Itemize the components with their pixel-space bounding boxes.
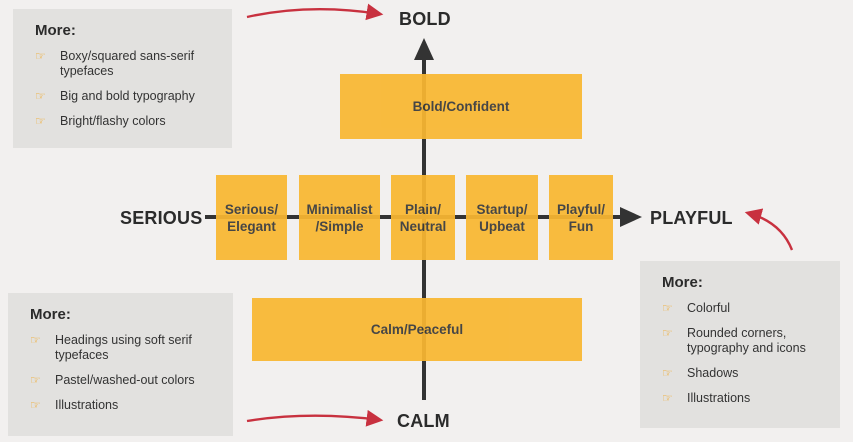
box-serious-elegant: Serious/ Elegant — [216, 175, 287, 260]
calm-pointer-arrow — [246, 409, 384, 427]
list-item: ☞Big and bold typography — [35, 89, 195, 103]
box-minimalist-simple: Minimalist /Simple — [299, 175, 380, 260]
list-item: ☞Pastel/washed-out colors — [30, 373, 195, 387]
pointing-hand-icon: ☞ — [35, 89, 46, 103]
axis-label-serious: SERIOUS — [120, 208, 203, 228]
box-playful-fun: Playful/ Fun — [549, 175, 613, 260]
box-bold-confident: Bold/Confident — [340, 74, 582, 139]
pointing-hand-icon: ☞ — [662, 326, 673, 340]
list-item: ☞Shadows — [662, 366, 739, 380]
axis-label-playful: PLAYFUL — [650, 208, 733, 228]
pointing-hand-icon: ☞ — [35, 49, 46, 63]
box-calm-peaceful: Calm/Peaceful — [252, 298, 582, 361]
more-panel-calm: More: ☞Headings using soft serif typefac… — [8, 293, 233, 436]
panel-title: More: — [662, 274, 703, 291]
pointing-hand-icon: ☞ — [30, 373, 41, 387]
pointing-hand-icon: ☞ — [35, 114, 46, 128]
list-item: ☞Headings using soft serif typefaces — [30, 333, 192, 362]
box-plain-neutral: Plain/ Neutral — [391, 175, 455, 260]
pointing-hand-icon: ☞ — [662, 301, 673, 315]
horizontal-axis-arrowhead — [620, 207, 642, 227]
list-item: ☞Colorful — [662, 301, 731, 315]
axis-label-calm: CALM — [397, 411, 450, 431]
pointing-hand-icon: ☞ — [662, 366, 673, 380]
list-item: ☞Illustrations — [662, 391, 751, 405]
bold-pointer-arrow — [246, 3, 384, 21]
pointing-hand-icon: ☞ — [30, 333, 41, 347]
list-item: ☞Illustrations — [30, 398, 119, 412]
list-item: ☞Bright/flashy colors — [35, 114, 166, 128]
list-item: ☞Rounded corners, typography and icons — [662, 326, 806, 355]
pointing-hand-icon: ☞ — [30, 398, 41, 412]
panel-title: More: — [35, 22, 76, 39]
panel-title: More: — [30, 306, 71, 323]
axis-label-bold: BOLD — [399, 9, 451, 29]
more-panel-playful: More: ☞Colorful ☞Rounded corners, typogr… — [640, 261, 840, 428]
more-panel-bold: More: ☞Boxy/squared sans-serif typefaces… — [13, 9, 232, 148]
pointing-hand-icon: ☞ — [662, 391, 673, 405]
playful-pointer-arrow — [744, 208, 794, 251]
box-startup-upbeat: Startup/ Upbeat — [466, 175, 538, 260]
vertical-axis-arrowhead — [414, 38, 434, 60]
list-item: ☞Boxy/squared sans-serif typefaces — [35, 49, 195, 78]
